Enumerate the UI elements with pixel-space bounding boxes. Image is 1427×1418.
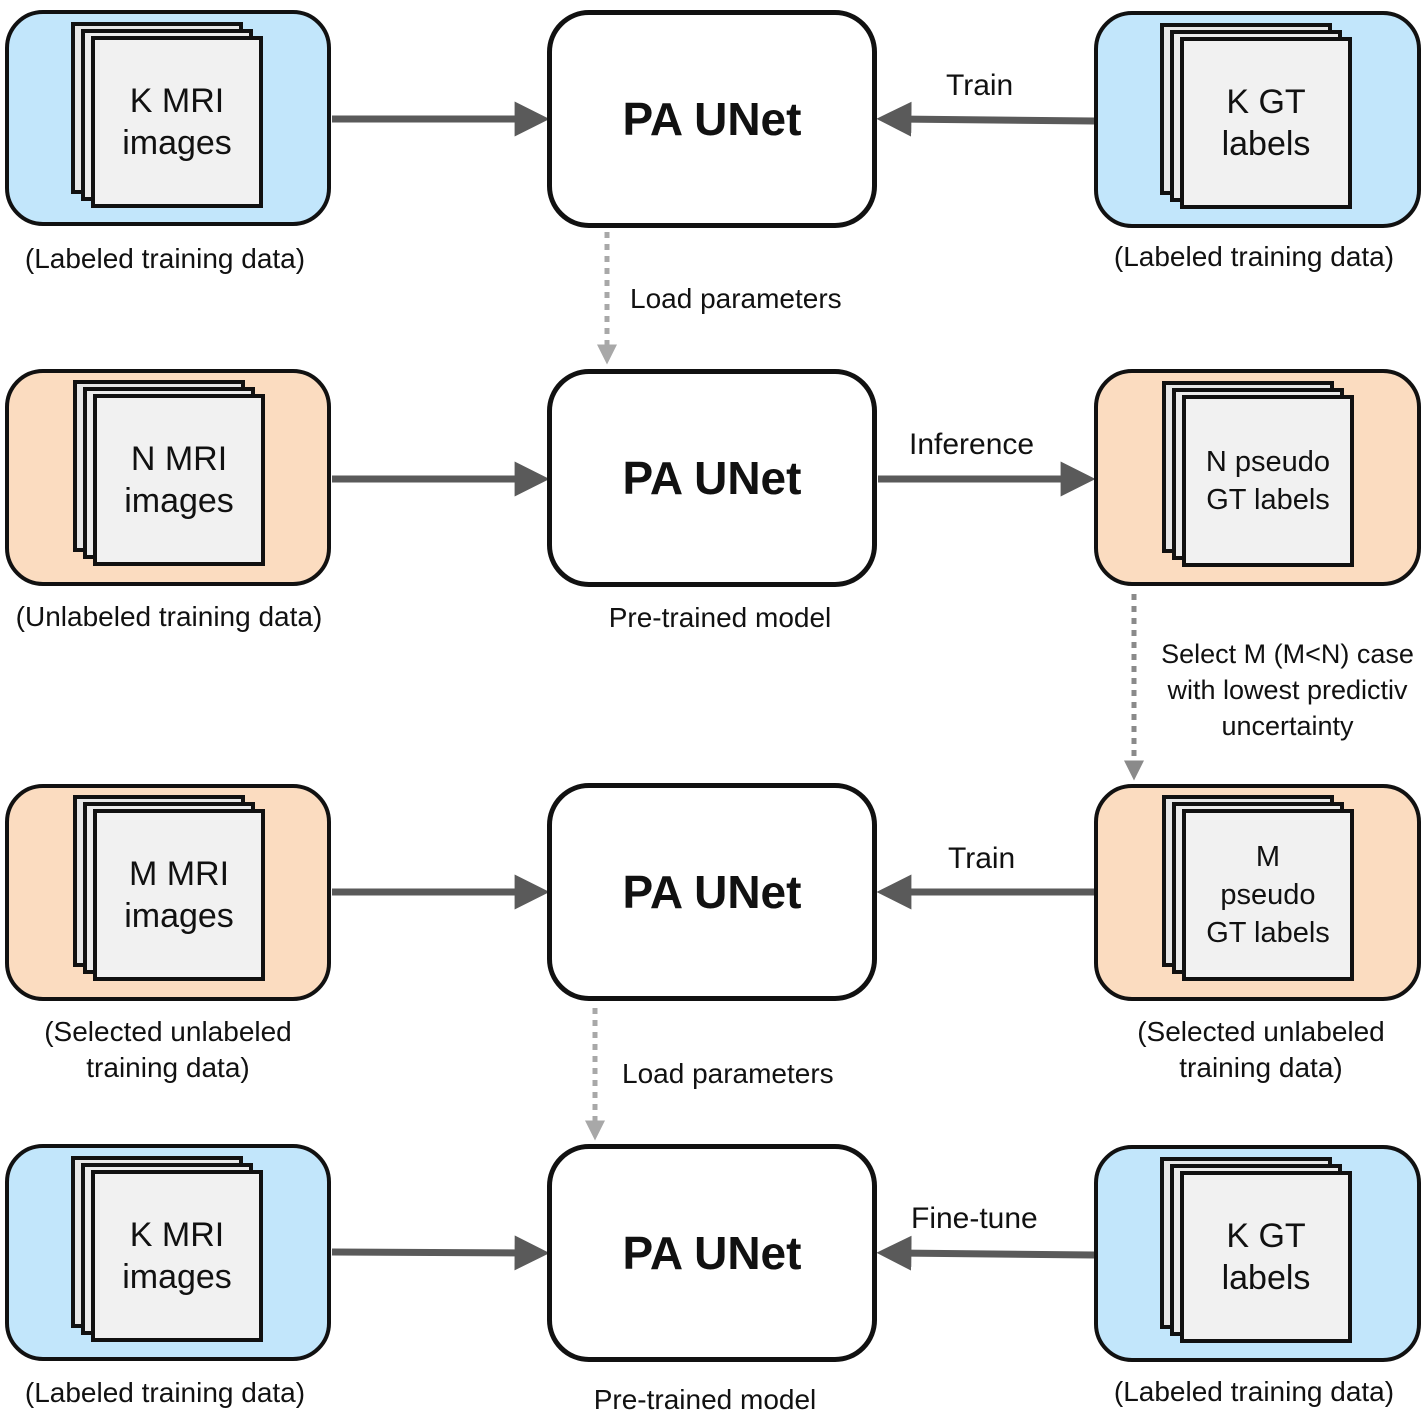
model-box: PA UNet [547, 1144, 877, 1362]
model-box: PA UNet [547, 369, 877, 587]
label-stack: M pseudo GT labels [1162, 795, 1354, 981]
edge-label-inference: Inference [909, 428, 1035, 461]
stack-label: K MRI images [122, 1216, 232, 1296]
edge-label-fine-tune: Fine-tune [911, 1202, 1038, 1235]
image-stack: M MRI images [73, 795, 265, 981]
select-note: Select M (M<N) case with lowest predicti… [1161, 639, 1414, 741]
label-stack: N pseudo GT labels [1162, 381, 1354, 567]
stack-sheet-front [93, 394, 265, 566]
right-caption: (Labeled training data) [1113, 241, 1395, 272]
stack-label: M pseudo GT labels [1206, 841, 1330, 949]
stack-label: M MRI images [124, 855, 234, 935]
stack-label: K MRI images [122, 82, 232, 162]
left-caption: (Labeled training data) [24, 1377, 306, 1408]
model-box: PA UNet [547, 10, 877, 228]
left-caption: (Labeled training data) [24, 243, 306, 274]
left-caption: (Selected unlabeled training data) [44, 1016, 292, 1083]
arrow-r4-images-to-model [331, 1235, 550, 1271]
arrow-r1-labels-to-model [876, 101, 1095, 137]
stack-sheet-front [1182, 395, 1354, 567]
stack-label: N MRI images [124, 440, 234, 520]
arrow-r4-labels-to-model [876, 1235, 1095, 1271]
stack-sheet-front [1180, 1171, 1352, 1343]
stack-sheet-front [1180, 37, 1352, 209]
load-parameters-label-2: Load parameters [622, 1058, 834, 1089]
stack-sheet-front [91, 36, 263, 208]
left-caption: (Unlabeled training data) [15, 601, 323, 632]
model-box: PA UNet [547, 783, 877, 1001]
edge-label-train: Train [948, 842, 1016, 875]
stack-sheet-front [1182, 809, 1354, 981]
stack-label: N pseudo GT labels [1205, 446, 1331, 516]
right-caption: (Selected unlabeled training data) [1137, 1016, 1385, 1083]
image-stack: N MRI images [73, 380, 265, 566]
right-caption: (Labeled training data) [1113, 1376, 1395, 1407]
stack-label: K GT labels [1221, 83, 1311, 163]
edge-label-train: Train [946, 69, 1014, 102]
load-parameters-label-1: Load parameters [630, 283, 842, 314]
stack-label: K GT labels [1221, 1217, 1311, 1297]
model-caption: Pre-trained model [608, 602, 832, 633]
label-stack: K GT labels [1160, 1157, 1352, 1343]
model-caption: Pre-trained model [593, 1384, 817, 1415]
image-stack: K MRI images [71, 1156, 263, 1342]
label-stack: K GT labels [1160, 23, 1352, 209]
image-stack: K MRI images [71, 22, 263, 208]
stack-sheet-front [93, 809, 265, 981]
stack-sheet-front [91, 1170, 263, 1342]
